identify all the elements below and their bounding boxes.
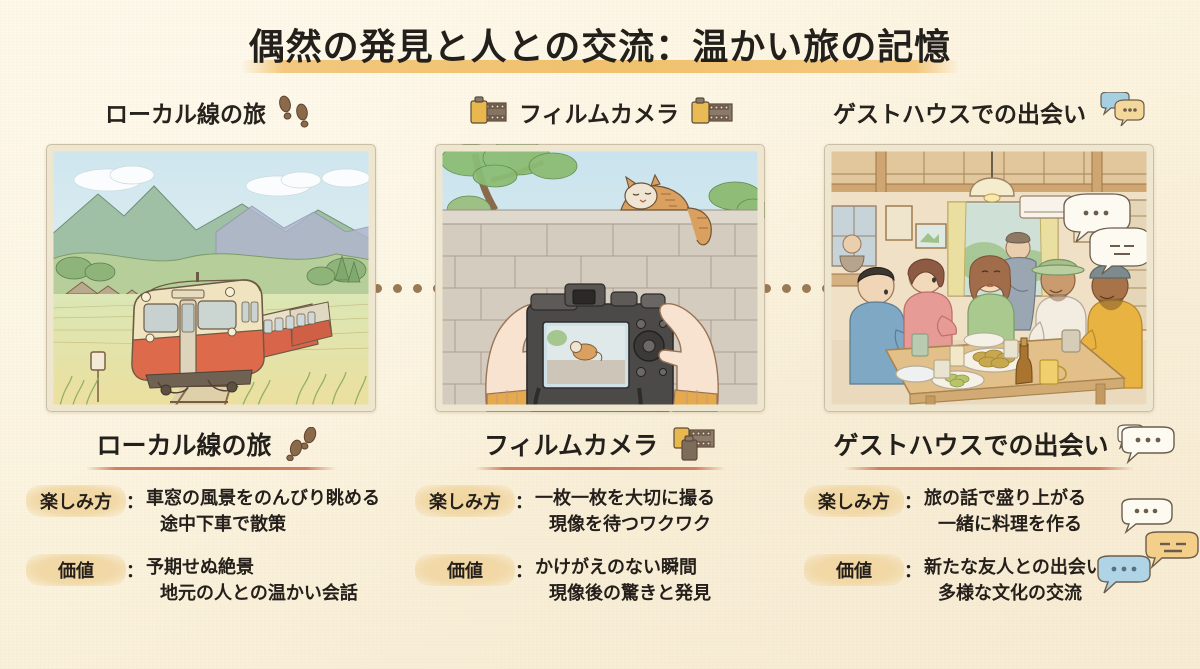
- bottom-block-local-train: ローカル線の旅 楽しみ: [18, 426, 404, 624]
- detail-row: 価値 ： かけがえのない瞬間 現像後の驚きと発見: [415, 554, 793, 606]
- film-roll-icon: [691, 97, 733, 124]
- heading-guesthouse: ゲストハウスでの出会い: [796, 424, 1182, 462]
- detail-value: 旅の話で盛り上がる: [924, 488, 1086, 509]
- detail-label: 価値: [26, 554, 126, 587]
- guesthouse-dining-drawing: [824, 144, 1154, 412]
- connector-dot: [782, 284, 791, 293]
- columns-container: ローカル線の旅: [0, 86, 1200, 661]
- illustration-film-camera: [435, 144, 765, 412]
- detail-label-text: 楽しみ方: [429, 492, 501, 513]
- detail-values: 予期せぬ絶景 地元の人との温かい会話: [146, 555, 404, 606]
- heading-text: ゲストハウスでの出会い: [833, 431, 1109, 460]
- column-film-camera: フィルムカメラ: [407, 86, 793, 604]
- label-pill: [415, 554, 515, 587]
- top-label-text: フィルムカメラ: [518, 102, 680, 128]
- local-train-countryside-drawing: [46, 144, 376, 412]
- detail-value: 予期せぬ絶景: [146, 557, 254, 579]
- label-pill: [804, 485, 904, 517]
- speech-bubbles-icon: [1100, 92, 1145, 127]
- bottom-block-guesthouse: ゲストハウスでの出会い 楽しみ方 ：: [796, 424, 1182, 624]
- detail-label-text: 楽しみ方: [818, 492, 890, 513]
- title-highlight: [240, 60, 960, 73]
- detail-row: 楽しみ方 ： 一枚一枚を大切に撮る 現像を待つワクワク: [415, 485, 793, 537]
- details-guesthouse: 楽しみ方 ： 旅の話で盛り上がる 一緒に料理を作る 価値 ：: [796, 485, 1182, 606]
- detail-colon: ：: [904, 561, 922, 583]
- detail-colon: ：: [126, 492, 144, 513]
- detail-row: 楽しみ方 ： 車窓の風景をのんびり眺める 途中下車で散策: [26, 485, 404, 537]
- illustration-guesthouse: [824, 144, 1154, 412]
- top-label-text: ローカル線の旅: [105, 102, 266, 128]
- heading-text: ローカル線の旅: [96, 431, 272, 460]
- bottom-block-film-camera: フィルムカメラ: [407, 426, 793, 624]
- detail-label: 価値: [415, 554, 515, 587]
- label-pill: [26, 554, 126, 587]
- top-label-local-train: ローカル線の旅: [18, 86, 404, 138]
- detail-label-text: 価値: [836, 561, 872, 583]
- detail-label-text: 価値: [58, 561, 94, 583]
- detail-label-text: 価値: [447, 561, 483, 583]
- top-label-text: ゲストハウスでの出会い: [833, 102, 1086, 128]
- detail-label: 価値: [804, 554, 904, 587]
- heading-underline: [475, 467, 725, 470]
- detail-values: 車窓の風景をのんびり眺める 途中下車で散策: [146, 486, 404, 537]
- heading-underline: [86, 467, 336, 470]
- heading-underline: [844, 467, 1134, 470]
- heading-local-train: ローカル線の旅: [18, 426, 404, 462]
- detail-values: 一枚一枚を大切に撮る 現像を待つワクワク: [535, 486, 793, 537]
- detail-value: 多様な文化の交流: [938, 582, 1082, 604]
- column-guesthouse: ゲストハウスでの出会い: [796, 86, 1182, 604]
- detail-value: 現像を待つワクワク: [549, 513, 711, 535]
- connector-dot: [762, 284, 771, 293]
- label-pill: [415, 485, 515, 517]
- detail-value: 一枚一枚を大切に撮る: [535, 488, 715, 509]
- detail-values: 旅の話で盛り上がる 一緒に料理を作る: [924, 486, 1182, 537]
- detail-row: 価値 ： 新たな友人との出会い 多様な文化の交流: [804, 554, 1182, 606]
- detail-value: 地元の人との温かい会話: [160, 582, 358, 604]
- detail-label: 楽しみ方: [804, 485, 904, 517]
- detail-value: 現像後の驚きと発見: [549, 582, 711, 604]
- connector-dot: [802, 284, 811, 293]
- connector-dot: [373, 284, 382, 293]
- top-label-film-camera: フィルムカメラ: [407, 86, 793, 138]
- detail-value: 新たな友人との出会い: [924, 557, 1104, 579]
- illustration-local-train: [46, 144, 376, 412]
- connector-dot: [413, 284, 422, 293]
- details-local-train: 楽しみ方 ： 車窓の風景をのんびり眺める 途中下車で散策 価値: [18, 485, 404, 606]
- detail-value: 一緒に料理を作る: [938, 513, 1082, 535]
- detail-values: かけがえのない瞬間 現像後の驚きと発見: [535, 555, 793, 606]
- detail-value: 途中下車で散策: [160, 513, 286, 535]
- detail-colon: ：: [126, 561, 144, 583]
- page-title: 偶然の発見と人との交流：温かい旅の記憶: [239, 18, 962, 74]
- cat: [620, 173, 712, 246]
- hands-camera: [485, 283, 719, 412]
- detail-value: かけがえのない瞬間: [535, 557, 697, 579]
- detail-label: 楽しみ方: [415, 485, 515, 517]
- detail-label-text: 楽しみ方: [40, 492, 112, 513]
- hands-camera-cat-drawing: [435, 144, 765, 412]
- heading-text: フィルムカメラ: [483, 431, 658, 460]
- page-title-text: 偶然の発見と人との交流：温かい旅の記憶: [248, 27, 952, 68]
- detail-colon: ：: [515, 492, 533, 513]
- label-pill: [26, 485, 126, 517]
- heading-film-camera: フィルムカメラ: [407, 426, 793, 462]
- detail-row: 価値 ： 予期せぬ絶景 地元の人との温かい会話: [26, 554, 404, 606]
- title-container: 偶然の発見と人との交流：温かい旅の記憶: [0, 18, 1200, 74]
- details-film-camera: 楽しみ方 ： 一枚一枚を大切に撮る 現像を待つワクワク 価値 ：: [407, 485, 793, 606]
- label-pill: [804, 554, 904, 587]
- detail-label: 楽しみ方: [26, 485, 126, 517]
- column-local-train: ローカル線の旅: [18, 86, 404, 604]
- connector-dot: [393, 284, 402, 293]
- detail-row: 楽しみ方 ： 旅の話で盛り上がる 一緒に料理を作る: [804, 485, 1182, 537]
- film-roll-icon: [470, 96, 507, 124]
- detail-values: 新たな友人との出会い 多様な文化の交流: [924, 555, 1182, 606]
- speech-bubble-icon: [1116, 424, 1144, 450]
- detail-value: 車窓の風景をのんびり眺める: [146, 488, 380, 509]
- footprints-icon: [279, 95, 309, 128]
- film-roll-icon: [673, 427, 715, 461]
- top-label-guesthouse: ゲストハウスでの出会い: [796, 86, 1182, 138]
- detail-colon: ：: [515, 561, 533, 583]
- detail-colon: ：: [904, 492, 922, 513]
- footprints-icon: [285, 427, 316, 461]
